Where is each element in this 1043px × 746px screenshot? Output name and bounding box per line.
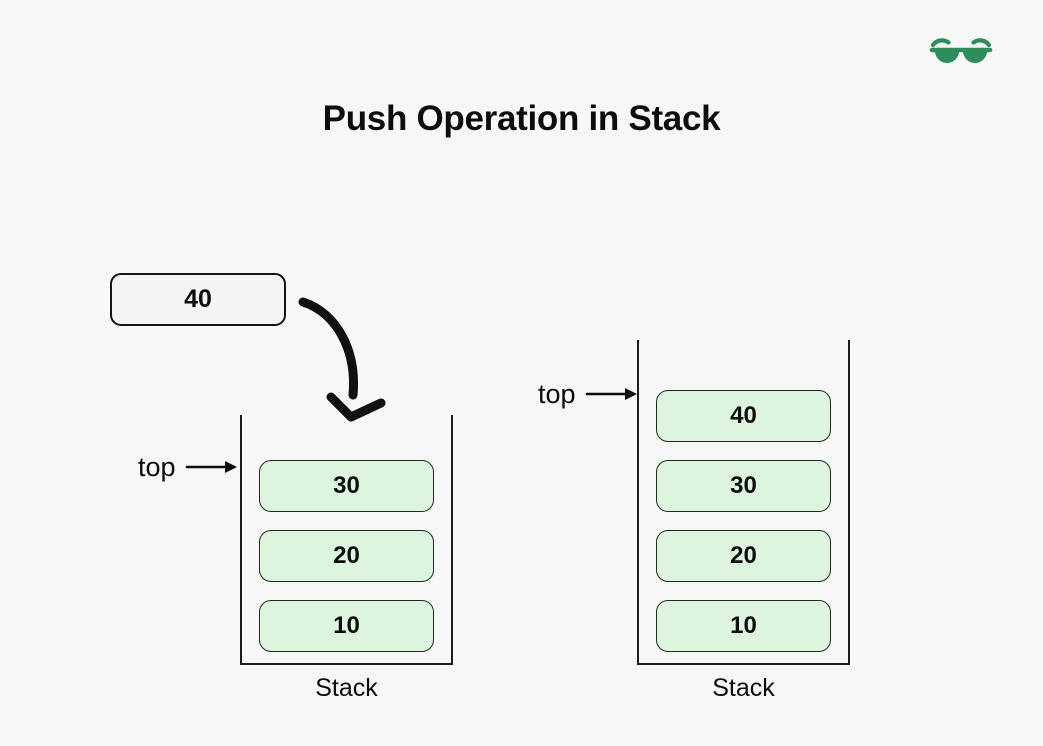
- push-value-box: 40: [110, 273, 286, 326]
- stack-after: 40 30 20 10: [637, 340, 850, 665]
- right-arrow-icon: [585, 388, 637, 400]
- stack-cell: 10: [656, 600, 831, 652]
- stack-before: 30 20 10: [240, 415, 453, 665]
- stack-container-outline: [240, 415, 453, 665]
- stack-cell-list: 40 30 20 10: [637, 390, 850, 652]
- stack-cell-list: 30 20 10: [240, 460, 453, 652]
- right-arrow-icon: [185, 461, 237, 473]
- stack-cell: 10: [259, 600, 434, 652]
- stack-container-outline: [637, 340, 850, 665]
- stack-cell: 20: [259, 530, 434, 582]
- top-pointer-label: top: [138, 451, 176, 482]
- top-pointer-label: top: [538, 378, 576, 409]
- stack-cell: 30: [656, 460, 831, 512]
- geeksforgeeks-logo: [928, 30, 994, 74]
- stack-cell: 40: [656, 390, 831, 442]
- curved-push-arrow: [285, 285, 395, 430]
- stack-caption-before: Stack: [315, 674, 378, 702]
- top-pointer-after: top: [538, 379, 641, 409]
- stack-caption-after: Stack: [712, 674, 775, 702]
- page-title: Push Operation in Stack: [322, 99, 721, 138]
- stack-cell: 20: [656, 530, 831, 582]
- top-pointer-before: top: [138, 452, 241, 482]
- stack-cell: 30: [259, 460, 434, 512]
